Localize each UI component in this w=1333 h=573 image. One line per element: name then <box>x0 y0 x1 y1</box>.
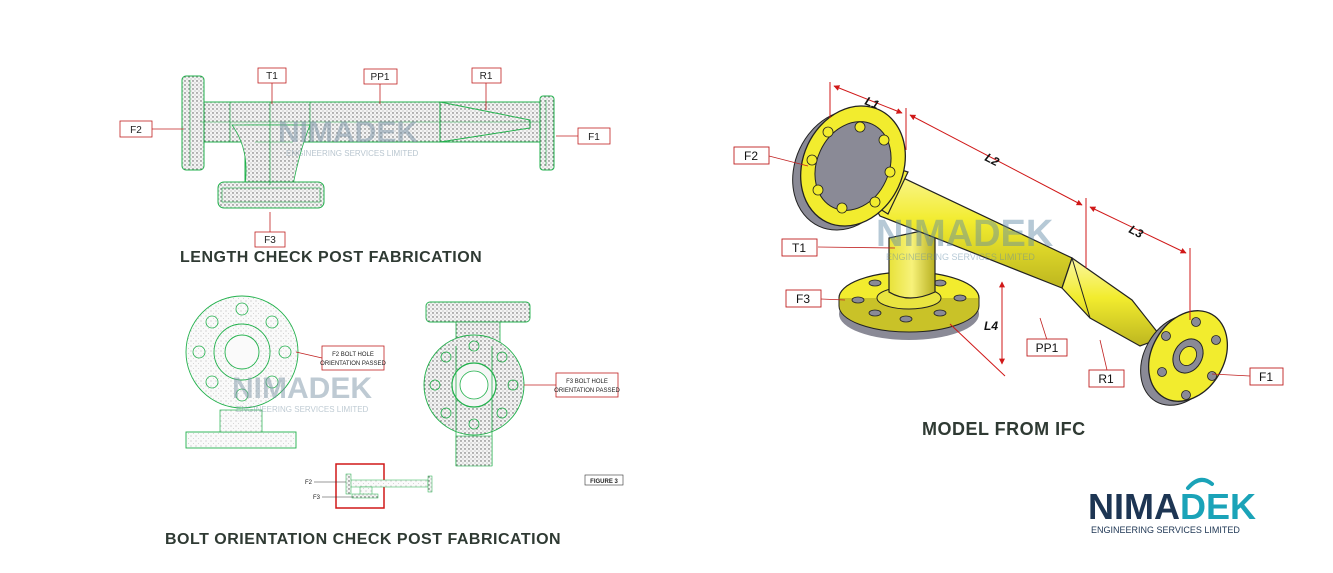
scan-label-t1: T1 <box>257 67 287 84</box>
scan-label-f3: F3 <box>254 231 286 248</box>
watermark-text: NIMADEK <box>278 116 418 149</box>
watermark-subtext-2: ENGINEERING SERVICES LIMITED <box>236 405 369 414</box>
svg-text:PP1: PP1 <box>1036 341 1059 355</box>
svg-text:F2: F2 <box>305 480 313 486</box>
logo-swoosh-icon <box>1186 477 1214 490</box>
scan-label-f1: F1 <box>577 127 611 145</box>
watermark-subtext: ENGINEERING SERVICES LIMITED <box>286 149 419 158</box>
model-label-f1: F1 <box>1249 367 1284 386</box>
dimension-lines <box>829 82 1191 377</box>
model-label-f3: F3 <box>785 289 822 308</box>
watermark-text-2: NIMADEK <box>232 372 372 405</box>
svg-text:F1: F1 <box>1259 370 1273 384</box>
model-leaders <box>768 155 1251 377</box>
scan-label-f2: F2 <box>119 120 153 138</box>
note-f3-bolt: F3 BOLT HOLE ORIENTATION PASSED <box>524 372 620 398</box>
scan-watermark-top: NIMADEK ENGINEERING SERVICES LIMITED <box>278 116 419 158</box>
model-watermark: NIMADEK ENGINEERING SERVICES LIMITED <box>876 213 1054 262</box>
dimension-l1: L1 <box>863 94 882 112</box>
svg-text:ORIENTATION PASSED: ORIENTATION PASSED <box>320 361 386 367</box>
model-label-t1: T1 <box>781 238 818 257</box>
caption-model: MODEL FROM IFC <box>922 419 1086 439</box>
model-label-pp1: PP1 <box>1026 338 1068 357</box>
scan-label-r1: R1 <box>471 67 502 84</box>
model-label-r1: R1 <box>1088 369 1125 388</box>
svg-text:T1: T1 <box>266 71 278 82</box>
caption-length-check: LENGTH CHECK POST FABRICATION <box>180 249 483 266</box>
svg-text:F2: F2 <box>130 125 142 136</box>
svg-text:T1: T1 <box>792 241 806 255</box>
scan-label-pp1: PP1 <box>363 68 398 85</box>
scan-watermark-bottom: NIMADEK ENGINEERING SERVICES LIMITED <box>232 372 372 414</box>
ifc-model <box>792 105 1228 406</box>
svg-text:F3: F3 <box>313 495 321 501</box>
bolt-view-f2 <box>185 295 299 449</box>
logo-subtext: ENGINEERING SERVICES LIMITED <box>1091 525 1240 535</box>
length-check-scan <box>181 75 555 209</box>
svg-text:R1: R1 <box>480 71 493 82</box>
svg-text:FIGURE 3: FIGURE 3 <box>590 479 618 485</box>
mini-figure: F2 F3 FIGURE 3 <box>305 463 624 509</box>
model-label-f2: F2 <box>733 146 770 165</box>
svg-text:R1: R1 <box>1098 372 1114 386</box>
bolt-view-f3 <box>423 301 531 467</box>
svg-text:F3: F3 <box>796 292 810 306</box>
note-f2-bolt: F2 BOLT HOLE ORIENTATION PASSED <box>295 345 386 371</box>
dimension-l4: L4 <box>984 319 998 333</box>
svg-text:ORIENTATION PASSED: ORIENTATION PASSED <box>554 388 620 394</box>
caption-bolt-check: BOLT ORIENTATION CHECK POST FABRICATION <box>165 531 562 548</box>
svg-text:F2: F2 <box>744 149 758 163</box>
svg-text:F2 BOLT HOLE: F2 BOLT HOLE <box>332 352 374 358</box>
logo-name: NIMADEK <box>1088 486 1256 527</box>
dimension-l3: L3 <box>1127 222 1146 241</box>
svg-text:F3 BOLT HOLE: F3 BOLT HOLE <box>566 379 608 385</box>
svg-text:F1: F1 <box>588 132 600 143</box>
company-logo: NIMADEK ENGINEERING SERVICES LIMITED <box>1088 477 1256 535</box>
scan-leaders <box>152 83 578 232</box>
dimension-l2: L2 <box>983 150 1002 169</box>
model-watermark-subtext: ENGINEERING SERVICES LIMITED <box>886 252 1035 262</box>
model-watermark-text: NIMADEK <box>876 213 1054 255</box>
svg-text:PP1: PP1 <box>371 72 390 83</box>
svg-text:F3: F3 <box>264 235 276 246</box>
